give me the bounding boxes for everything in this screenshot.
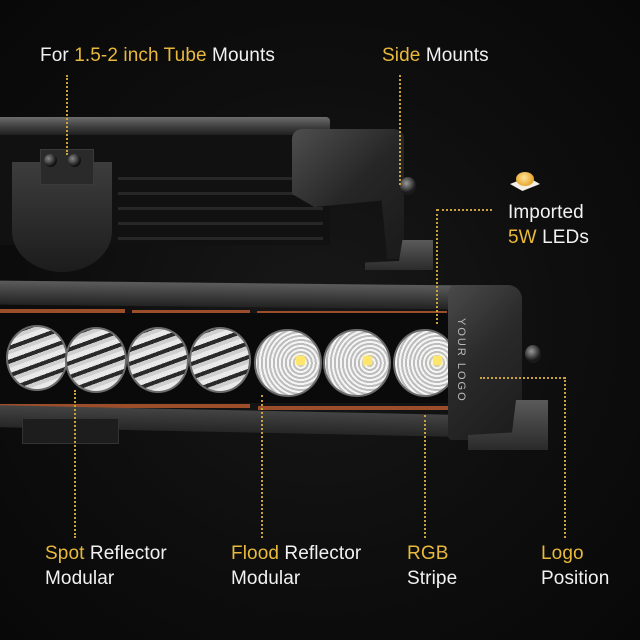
tube-mounts-label: For 1.5-2 inch Tube Mounts [40,45,275,66]
rgb-stripe-bottom [0,404,250,408]
leader-line-flood [261,395,263,538]
led-chip [296,356,305,365]
spot-reflector-label: Spot Reflector Modular [45,543,167,589]
main-bar-top-rail [0,280,460,310]
leader-line-leds-h [437,209,492,211]
bolt-icon [44,154,57,167]
spot-reflector [189,327,251,393]
upper-bar-top-rail [0,117,330,135]
leader-line-spot [74,390,76,538]
flood-reflector [254,329,322,397]
spot-reflector [127,327,189,393]
leader-line-side [399,75,401,185]
rgb-stripe-top [132,310,250,314]
endcap-logo-text: YOUR LOGO [455,318,467,403]
leds-label: Imported 5W LEDs [508,202,589,248]
rgb-stripe-top [0,309,125,313]
leader-line-logo [564,377,566,538]
leader-line-leds-v [436,209,438,324]
led-chip [433,356,442,365]
under-mount-bracket [22,418,119,444]
flood-reflector [323,329,391,397]
side-mount-knob [525,345,541,363]
heatsink-fin [118,207,323,210]
heatsink-fin [118,177,323,180]
leader-line-rgb [424,415,426,538]
flood-reflector-label: Flood Reflector Modular [231,543,362,589]
heatsink-fin [118,192,323,195]
side-mount-knob [400,177,416,195]
side-mounts-label: Side Mounts [382,45,489,66]
rgb-stripe-bottom [258,406,448,410]
bolt-icon [68,154,81,167]
heatsink-fin [118,237,323,240]
main-bar-lens-face [0,313,457,403]
upper-light-bar [0,117,416,272]
leader-line-tube [66,75,68,155]
spot-reflector [65,327,127,393]
spot-reflector [6,325,68,391]
led-diode-icon [510,172,540,192]
leader-line-logo-h [480,377,565,379]
logo-position-label: Logo Position [541,543,610,589]
rgb-stripe-label: RGB Stripe [407,543,458,589]
led-chip [363,356,372,365]
logo-endcap [448,285,522,440]
main-light-bar [0,280,470,437]
heatsink-fin [118,222,323,225]
